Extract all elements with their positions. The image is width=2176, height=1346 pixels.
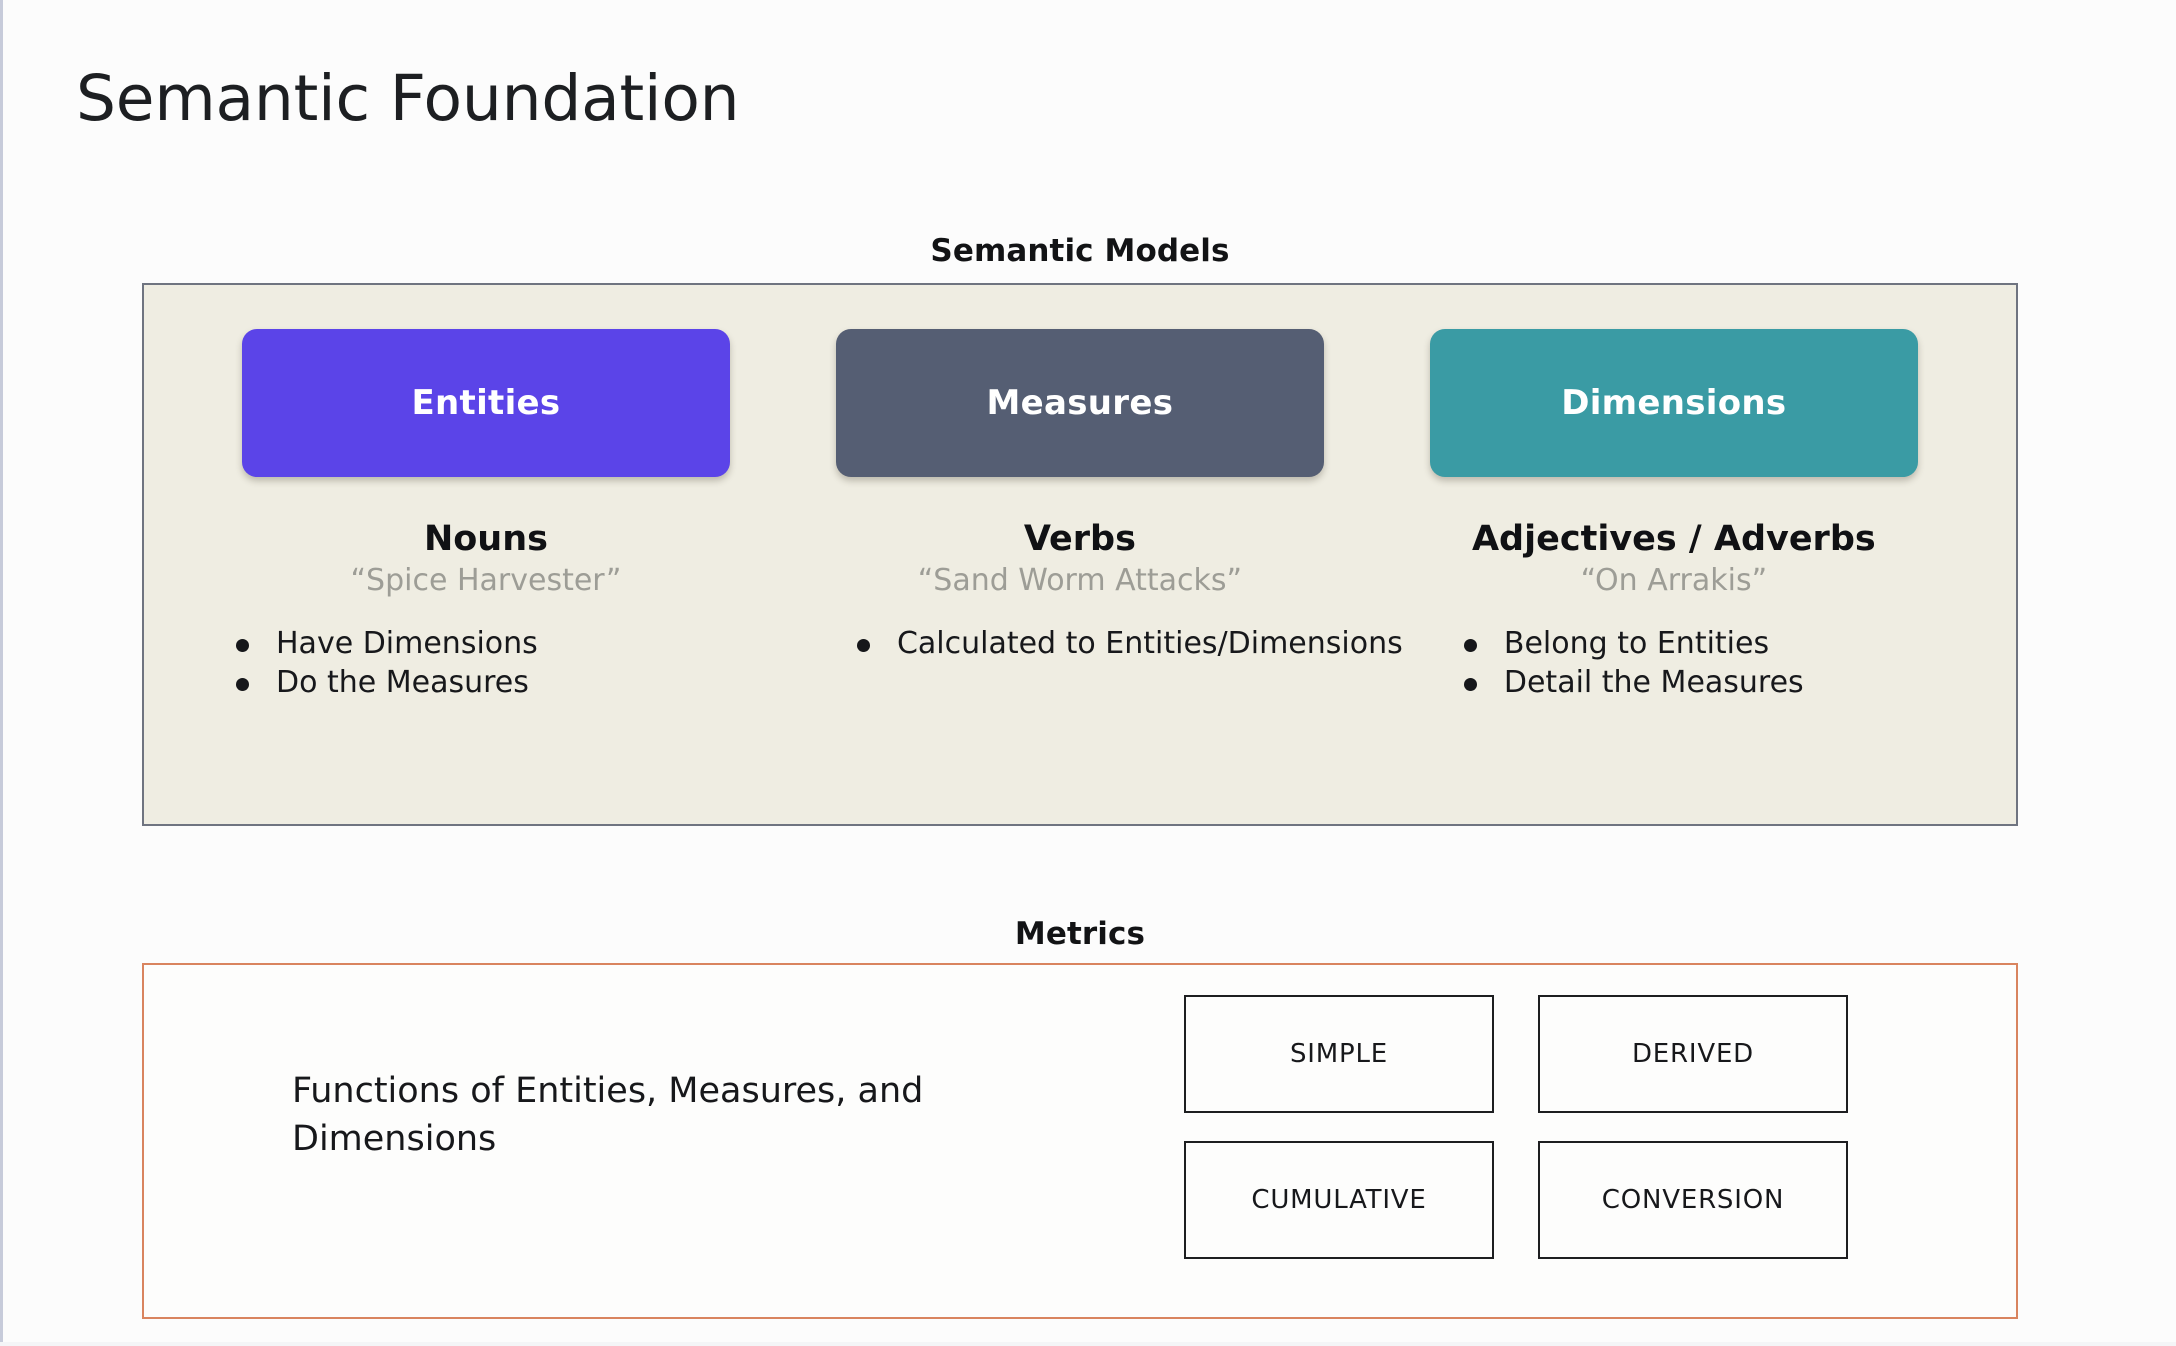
metrics-type-grid: SIMPLE DERIVED CUMULATIVE CONVERSION (1184, 995, 1848, 1259)
metric-type-derived[interactable]: DERIVED (1538, 995, 1848, 1113)
metrics-panel: Functions of Entities, Measures, and Dim… (142, 963, 2018, 1319)
metrics-header: Metrics (1014, 916, 1146, 952)
measures-example: “Sand Worm Attacks” (917, 562, 1243, 598)
metric-type-simple[interactable]: SIMPLE (1184, 995, 1494, 1113)
dimensions-bullet-list: Belong to Entities Detail the Measures (1328, 624, 2020, 702)
semantic-model-column-entities: Entities Nouns “Spice Harvester” Have Di… (189, 329, 783, 718)
chip-measures[interactable]: Measures (835, 329, 1324, 477)
metric-type-conversion[interactable]: CONVERSION (1538, 1141, 1848, 1259)
semantic-model-column-dimensions: Dimensions Adjectives / Adverbs “On Arra… (1377, 329, 1971, 718)
list-item: Calculated to Entities/Dimensions (819, 624, 1413, 663)
semantic-models-panel: Entities Nouns “Spice Harvester” Have Di… (142, 283, 2018, 826)
metrics-description: Functions of Entities, Measures, and Dim… (292, 1071, 924, 1160)
list-item: Have Dimensions (198, 624, 792, 663)
canvas-left-edge (0, 0, 3, 1346)
semantic-model-column-measures: Measures Verbs “Sand Worm Attacks” Calcu… (783, 329, 1403, 679)
measures-bullet-list: Calculated to Entities/Dimensions (747, 624, 1413, 663)
list-item: Detail the Measures (1426, 663, 2020, 702)
dimensions-part-of-speech: Adjectives / Adverbs (1471, 519, 1876, 559)
entities-bullet-list: Have Dimensions Do the Measures (180, 624, 792, 702)
semantic-models-header: Semantic Models (930, 233, 1230, 269)
dimensions-example: “On Arrakis” (1580, 562, 1768, 598)
metric-type-cumulative[interactable]: CUMULATIVE (1184, 1141, 1494, 1259)
semantic-models-columns: Entities Nouns “Spice Harvester” Have Di… (144, 285, 2016, 824)
page-title: Semantic Foundation (76, 62, 740, 135)
chip-entities[interactable]: Entities (241, 329, 730, 477)
chip-dimensions[interactable]: Dimensions (1429, 329, 1918, 477)
measures-part-of-speech: Verbs (1023, 519, 1136, 559)
list-item: Belong to Entities (1426, 624, 2020, 663)
list-item: Do the Measures (198, 663, 792, 702)
canvas-bottom-edge (0, 1342, 2176, 1346)
entities-example: “Spice Harvester” (350, 562, 622, 598)
entities-part-of-speech: Nouns (423, 519, 548, 559)
